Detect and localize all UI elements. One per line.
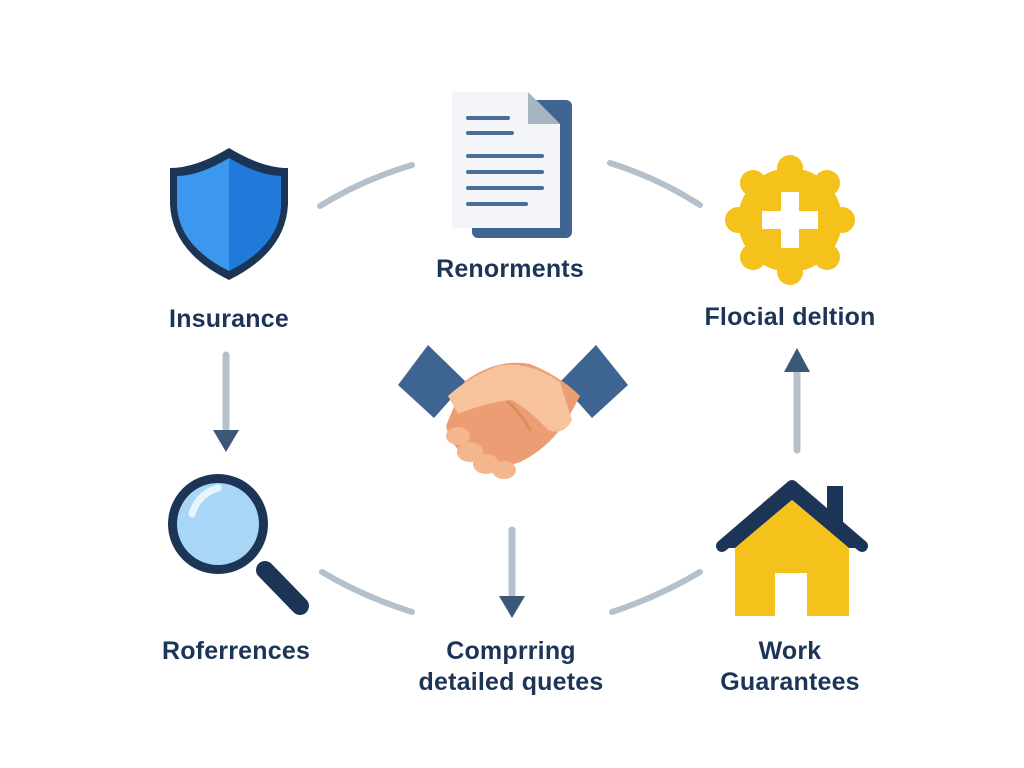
magnifying-glass-icon — [168, 474, 309, 615]
arrow-guarantees-to-flocial — [784, 348, 810, 454]
node-label-comparing-line1: Comprring — [446, 637, 576, 665]
document-icon — [452, 92, 572, 238]
house-icon — [716, 480, 868, 616]
node-label-renorments: Renorments — [436, 255, 584, 283]
arrow-center-to-quotes — [499, 526, 525, 618]
connector-arc-bottom-right — [609, 569, 703, 615]
shield-icon — [170, 148, 288, 280]
node-label-roferrences: Roferrences — [161, 637, 311, 665]
node-label-work-line2: Guarantees — [720, 668, 860, 696]
medical-cross-badge-icon — [725, 155, 855, 285]
connector-arcs — [317, 160, 703, 615]
node-label-comparing-line2: detailed quetes — [418, 668, 604, 696]
connector-arc-top-right — [607, 160, 703, 208]
connector-arc-bottom-left — [319, 569, 415, 615]
node-label-work-guarantees: Work Guarantees — [720, 636, 860, 698]
node-label-comparing-quotes: Comprring detailed quetes — [419, 636, 604, 698]
connector-arc-top-left — [317, 162, 415, 209]
node-label-flocial-deltion: Flocial deltion — [704, 303, 876, 331]
handshake-icon — [398, 345, 628, 479]
node-label-insurance: Insurance — [169, 305, 289, 333]
node-label-work-line1: Work — [758, 637, 822, 665]
arrow-insurance-to-references — [213, 351, 239, 452]
